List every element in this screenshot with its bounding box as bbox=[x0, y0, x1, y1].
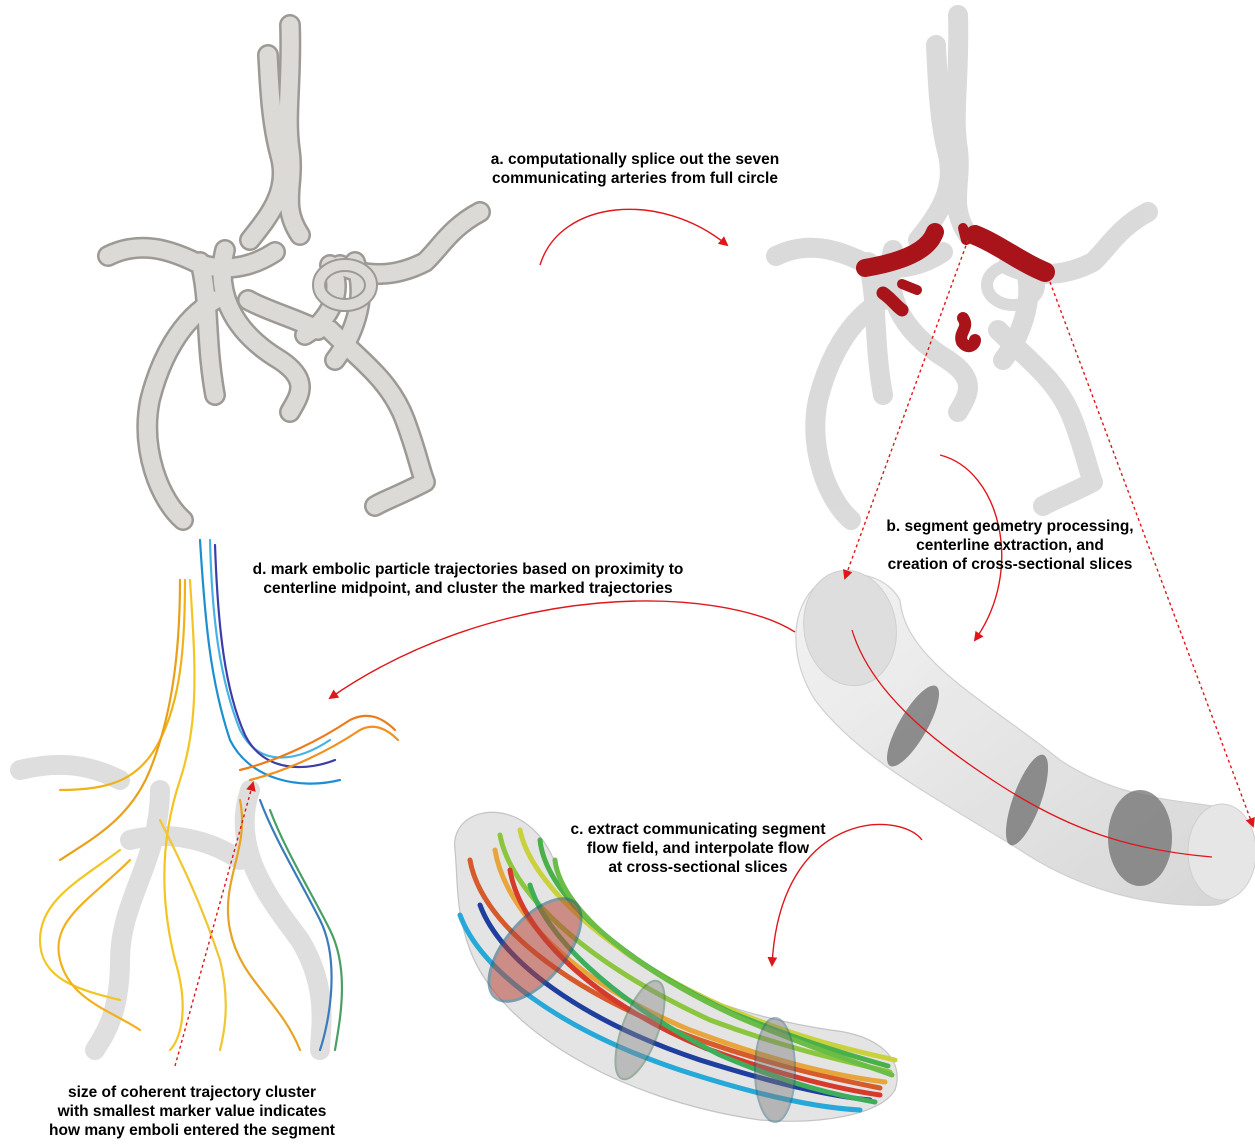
caption-e-line2: with smallest marker value indicates bbox=[22, 1102, 362, 1121]
caption-e: size of coherent trajectory cluster with… bbox=[22, 1083, 362, 1140]
caption-a: a. computationally splice out the seven … bbox=[460, 150, 810, 188]
caption-c-line1: c. extract communicating segment bbox=[545, 820, 851, 839]
segment-geometry-with-slices bbox=[795, 563, 1255, 905]
arrow-a bbox=[540, 209, 727, 265]
full-circle-vessel-model bbox=[108, 25, 480, 520]
caption-c: c. extract communicating segment flow fi… bbox=[545, 820, 851, 877]
caption-d-line2: centerline midpoint, and cluster the mar… bbox=[218, 579, 718, 598]
caption-b-line1: b. segment geometry processing, bbox=[862, 517, 1158, 536]
cross-section-slice-3 bbox=[1108, 790, 1172, 886]
segment-outlet bbox=[1188, 804, 1255, 900]
flow-slice-3 bbox=[755, 1018, 795, 1122]
caption-a-line1: a. computationally splice out the seven bbox=[460, 150, 810, 169]
caption-c-line2: flow field, and interpolate flow bbox=[545, 839, 851, 858]
spliced-circle-vessel-model bbox=[776, 15, 1148, 520]
caption-a-line2: communicating arteries from full circle bbox=[460, 169, 810, 188]
caption-b-line2: centerline extraction, and bbox=[862, 536, 1158, 555]
embolic-trajectory-panel bbox=[20, 540, 398, 1050]
caption-e-line1: size of coherent trajectory cluster bbox=[22, 1083, 362, 1102]
caption-b-line3: creation of cross-sectional slices bbox=[862, 555, 1158, 574]
caption-d-line1: d. mark embolic particle trajectories ba… bbox=[218, 560, 718, 579]
caption-b: b. segment geometry processing, centerli… bbox=[862, 517, 1158, 574]
arrow-d bbox=[330, 601, 795, 698]
caption-d: d. mark embolic particle trajectories ba… bbox=[218, 560, 718, 598]
caption-e-line3: how many emboli entered the segment bbox=[22, 1121, 362, 1140]
caption-c-line3: at cross-sectional slices bbox=[545, 858, 851, 877]
